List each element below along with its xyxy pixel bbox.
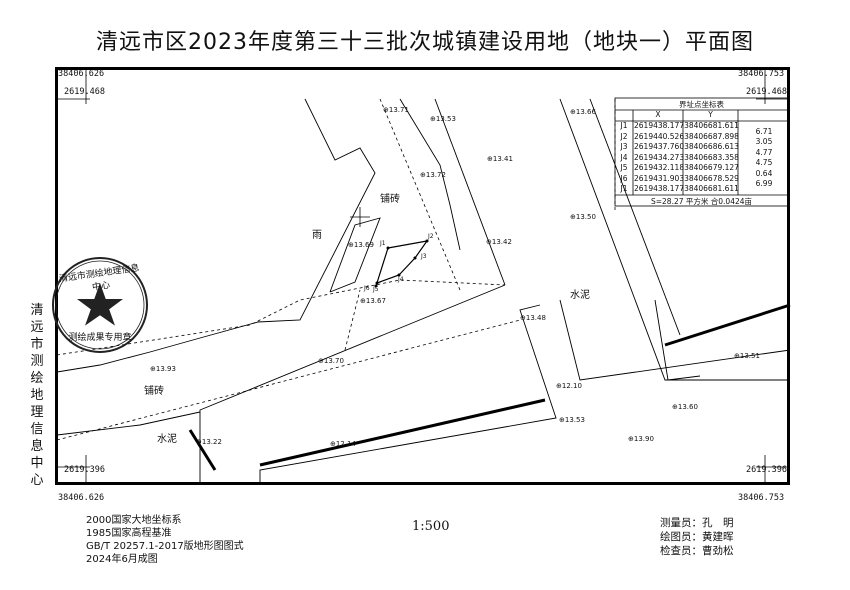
- coord-table-cell: 4.75: [755, 158, 773, 167]
- coord-table-cell: 38406687.898: [684, 131, 739, 141]
- side-organization-text: 清远市测绘地理信息中心: [30, 303, 44, 488]
- corner-bottom-left-y: 38406.626: [58, 493, 105, 503]
- coord-table-cell: 0.64: [755, 168, 773, 178]
- elevation-point: ⊕13.53: [559, 416, 585, 424]
- boundary-point-label: J5: [373, 286, 379, 293]
- coord-table-cell: 38406686.613: [684, 142, 739, 151]
- coord-table-cell: 38406678.529: [684, 173, 739, 183]
- map-frame: [55, 67, 790, 485]
- corner-top-left-x: 2619.468: [64, 87, 105, 97]
- elevation-point: ⊕13.90: [628, 435, 654, 443]
- staff-list: 测量员：孔 明 绘图员：黄建晖 检查员：曹劲松: [660, 516, 734, 558]
- map-title: 清远市区2023年度第三十三批次城镇建设用地（地块一）平面图: [96, 30, 754, 55]
- elevation-point: ⊕13.42: [486, 238, 512, 246]
- corner-bottom-right-y: 38406.753: [738, 493, 785, 503]
- coord-table-cell: 38406681.611: [684, 121, 739, 130]
- footer-left: 2000国家大地坐标系 1985国家高程基准 GB/T 20257.1-2017…: [86, 514, 244, 566]
- coord-table-cell: J2: [620, 131, 628, 141]
- corner-bottom-right-x: 2619.396: [746, 465, 787, 475]
- elevation-point: ⊕13.41: [487, 155, 513, 163]
- official-seal: [52, 257, 148, 353]
- coord-table-cell: 4.77: [755, 147, 773, 157]
- corner-top-right-x: 2619.468: [746, 87, 787, 97]
- elevation-point: ⊕13.66: [570, 108, 596, 116]
- corner-top-left-y: 38406.626: [58, 69, 105, 79]
- corner-top-right-y: 38406.753: [738, 69, 785, 79]
- elevation-point: ⊕13.69: [348, 241, 374, 249]
- area-label: 铺砖: [144, 386, 164, 397]
- coord-table-title: 界址点坐标表: [679, 100, 724, 109]
- coord-table-header-y: Y: [708, 110, 713, 119]
- boundary-point-label: J1: [380, 240, 386, 247]
- staff-drafter: 绘图员：黄建晖: [660, 531, 734, 543]
- coord-table-cell: 38406679.127: [684, 163, 739, 172]
- footer-line: GB/T 20257.1-2017版地形图图式: [86, 541, 244, 552]
- coord-table-cell: 38406681.611: [684, 184, 739, 193]
- elevation-point: ⊕13.70: [318, 357, 344, 365]
- elevation-point: ⊕13.53: [430, 115, 456, 123]
- coord-table-cell: 3.05: [755, 137, 773, 146]
- coord-table-cell: 2619432.118: [634, 163, 685, 172]
- boundary-point-label: J6: [364, 285, 370, 292]
- boundary-point-label: J4: [398, 276, 404, 283]
- coord-table-cell: 2619440.526: [634, 131, 685, 141]
- area-label: 水泥: [570, 290, 590, 301]
- coord-table-frame: [614, 97, 789, 207]
- coord-table-cell: 6.71: [755, 126, 773, 136]
- coord-table-cell: J4: [620, 152, 628, 162]
- elevation-point: ⊕13.71: [383, 106, 409, 114]
- elevation-point: ⊕13.48: [520, 314, 546, 322]
- elevation-point: ⊕13.93: [150, 365, 176, 373]
- corner-bottom-left-x: 2619.396: [64, 465, 105, 475]
- elevation-point: ⊕13.72: [420, 171, 446, 179]
- boundary-point-label: J3: [421, 253, 427, 260]
- coord-table-footer: S=28.27 平方米 合0.0424亩: [650, 197, 753, 206]
- walls: [188, 303, 791, 471]
- coord-table-cell: 2619438.177: [634, 121, 685, 130]
- grid-ticks: [57, 70, 788, 483]
- coord-table-cell: 6.99: [755, 179, 773, 188]
- staff-checker: 检查员：曹劲松: [660, 545, 734, 557]
- staff-surveyor: 测量员：孔 明: [660, 517, 734, 529]
- elevation-point: ⊕13.60: [672, 403, 698, 411]
- seal-subtext: 测绘成果专用章: [68, 333, 132, 343]
- coord-table-header-x: X: [655, 110, 661, 119]
- parcel-vertices: [374, 239, 429, 288]
- coord-table-cell: J6: [620, 173, 628, 183]
- coord-table-cell: 2619431.903: [634, 173, 685, 183]
- coord-table-cell: 2619438.177: [634, 184, 685, 193]
- coord-table-cell: 2619437.760: [634, 142, 685, 151]
- coord-table-cell: J1: [620, 121, 628, 130]
- area-label: 铺砖: [380, 194, 400, 205]
- coord-table-cell: 38406683.358: [684, 152, 739, 162]
- boundary-point-label: J2: [428, 233, 434, 240]
- elevation-point: ⊕13.67: [360, 297, 386, 305]
- coord-table-cell: 2619434.273: [634, 152, 685, 162]
- coord-table-cell: J3: [620, 142, 628, 151]
- footer-line: 2000国家大地坐标系: [86, 515, 182, 526]
- coord-table-cell: J1: [620, 184, 628, 193]
- elevation-point: ⊕13.50: [570, 213, 596, 221]
- elevation-point: ⊕12.14: [330, 440, 356, 448]
- coord-table-cell: J5: [620, 163, 628, 172]
- elevation-point: ⊕13.51: [734, 352, 760, 360]
- elevation-point: ⊕12.10: [556, 382, 582, 390]
- scale-text: 1:500: [412, 519, 450, 534]
- elevation-point: ⊕13.22: [196, 438, 222, 446]
- footer-line: 1985国家高程基准: [86, 528, 172, 539]
- area-label: 雨: [312, 230, 322, 241]
- area-label: 水泥: [157, 434, 177, 445]
- road-outlines: [56, 98, 791, 485]
- footer-line: 2024年6月成图: [86, 554, 158, 565]
